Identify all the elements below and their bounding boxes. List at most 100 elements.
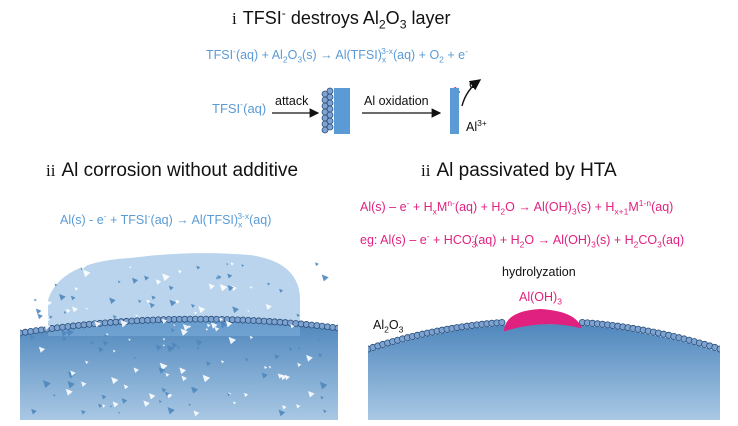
- corrosion-flake: [231, 285, 237, 292]
- corrosion-flake: [227, 273, 233, 279]
- corroded-al-substrate: [20, 321, 338, 420]
- corrosion-flake: [179, 367, 187, 375]
- corrosion-flake: [167, 407, 175, 415]
- corrosion-flake: [270, 323, 274, 327]
- corrosion-flake: [65, 388, 73, 396]
- attacked-al-plate: [321, 87, 350, 134]
- corrosion-flake: [98, 403, 103, 408]
- corrosion-flake: [112, 314, 117, 319]
- corrosion-flake: [31, 408, 37, 415]
- corrosion-flake: [161, 318, 168, 324]
- corrosion-flake: [288, 347, 293, 352]
- corrosion-flake: [241, 264, 245, 267]
- corrosion-flake: [169, 299, 177, 307]
- corrosion-flake: [321, 274, 329, 282]
- corrosion-flake: [149, 302, 155, 309]
- corrosion-flake: [149, 304, 152, 307]
- corrosion-flake: [81, 409, 86, 415]
- corrosion-flake: [182, 324, 190, 331]
- corrosion-cloud: [48, 253, 300, 336]
- section1-equation: TFSI-(aq) + Al2O3(s) → Al(TFSI)x3-x(aq) …: [206, 45, 468, 65]
- corrosion-flake: [227, 285, 234, 292]
- corrosion-flake: [323, 262, 327, 266]
- corrosion-flake: [101, 394, 107, 400]
- corrosion-flake: [323, 409, 327, 414]
- corrosion-flake: [206, 323, 211, 328]
- corrosion-flake: [90, 341, 94, 346]
- section3-equation2: eg: Al(s) – e- + HCO3-(aq) + H2O → Al(OH…: [360, 230, 685, 250]
- corrosion-flake: [144, 275, 150, 281]
- corrosion-flake: [51, 286, 54, 289]
- corrosion-flake: [213, 319, 216, 323]
- corrosion-flake: [60, 330, 68, 337]
- corrosion-flake: [243, 392, 249, 397]
- corrosion-flake: [210, 322, 218, 329]
- corrosion-flake: [168, 285, 174, 291]
- corrosion-flake: [102, 404, 106, 408]
- corrosion-flake: [128, 338, 131, 342]
- corrosion-flake: [155, 344, 162, 351]
- corrosion-flake: [148, 393, 156, 400]
- corrosion-flake: [249, 286, 253, 289]
- corrosion-flake: [208, 283, 215, 290]
- corrosion-flake: [282, 405, 287, 410]
- corrosion-flake: [80, 262, 88, 270]
- corrosion-flake: [193, 410, 200, 417]
- corrosion-flake: [65, 308, 71, 314]
- hydrolyzation-label: hydrolyzation: [502, 265, 576, 279]
- corrosion-flake: [228, 336, 237, 345]
- corrosion-flake: [247, 309, 250, 313]
- corrosion-flake: [173, 324, 176, 327]
- corrosion-flake: [30, 335, 35, 340]
- corrosion-flake: [161, 387, 167, 393]
- corrosion-flake: [133, 356, 137, 360]
- corrosion-flake: [138, 299, 142, 304]
- corrosion-flake: [205, 328, 209, 331]
- corrosion-flake: [80, 267, 84, 271]
- corrosion-flake: [245, 357, 249, 362]
- corrosion-flake: [104, 334, 107, 337]
- corrosion-flake: [42, 380, 51, 389]
- corrosion-flake: [278, 409, 286, 417]
- corrosion-flake: [279, 288, 284, 293]
- corrosion-flake: [318, 353, 323, 358]
- left-oxide-beads: [20, 315, 338, 337]
- corrosion-flake: [233, 401, 237, 405]
- corrosion-flake: [314, 307, 323, 315]
- corrosion-flake: [44, 323, 51, 330]
- aloh3-deposit: [503, 308, 582, 332]
- corrosion-flake: [194, 311, 198, 315]
- corrosion-flake: [175, 299, 180, 305]
- corrosion-flake: [74, 287, 79, 291]
- corrosion-flake: [188, 403, 191, 407]
- corrosion-flake: [165, 372, 170, 377]
- corrosion-flake: [98, 346, 104, 353]
- corrosion-flake: [267, 282, 271, 286]
- corrosion-flake: [181, 375, 188, 382]
- corrosion-flake: [164, 391, 170, 397]
- corrosion-flake: [155, 279, 162, 285]
- oxide-bead: [326, 123, 334, 131]
- corrosion-flake: [120, 319, 128, 328]
- corrosion-flakes: [30, 262, 329, 417]
- corrosion-flake: [121, 398, 128, 404]
- corrosion-flake: [177, 346, 180, 349]
- corrosion-flake: [106, 333, 109, 336]
- corrosion-flake: [37, 313, 43, 320]
- corrosion-flake: [146, 299, 151, 304]
- corrosion-flake: [110, 405, 113, 408]
- corrosion-flake: [129, 266, 132, 269]
- corrosion-flake: [277, 373, 283, 379]
- section1-numeral: i: [232, 9, 237, 28]
- corrosion-flake: [198, 306, 206, 314]
- corrosion-flake: [35, 308, 42, 315]
- corrosion-flake: [37, 285, 44, 292]
- corrosion-flake: [268, 365, 272, 369]
- corrosion-flake: [226, 263, 229, 266]
- al2o3-label: Al2O3: [373, 318, 404, 335]
- corrosion-flake: [133, 367, 139, 373]
- section2-numeral: ii: [46, 161, 56, 180]
- corrosion-flake: [225, 320, 233, 328]
- corrosion-flake: [82, 269, 91, 278]
